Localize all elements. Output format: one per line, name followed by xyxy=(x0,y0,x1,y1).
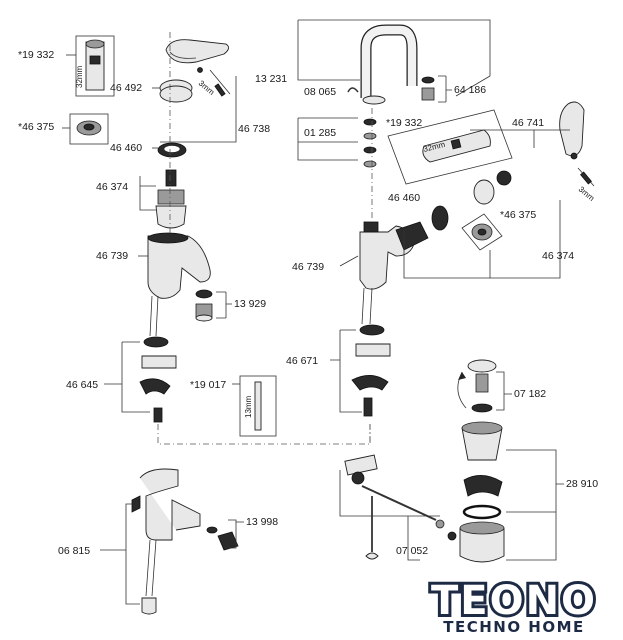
label-46492: 46 492 xyxy=(110,82,142,94)
label-46374-right: 46 374 xyxy=(542,250,574,262)
swivel-aerator-13998 xyxy=(206,526,239,551)
tool-46375-left xyxy=(69,113,109,145)
mixer-body-left xyxy=(147,232,211,337)
logo-name: TEONO xyxy=(431,578,597,624)
aerator-13929 xyxy=(195,289,213,322)
label-06815: 06 815 xyxy=(58,545,90,557)
label-46460-right: 46 460 xyxy=(388,192,420,204)
label-46645: 46 645 xyxy=(66,379,98,391)
tool-19017: 13mm xyxy=(239,375,277,437)
spout-13231 xyxy=(360,24,418,105)
logo-tagline: TECHNO HOME xyxy=(443,618,585,636)
label-08065: 08 065 xyxy=(304,86,336,98)
label-46375-left: *46 375 xyxy=(18,121,54,133)
cap-46492 xyxy=(159,79,193,103)
label-19332-right: *19 332 xyxy=(386,117,422,129)
label-46738: 46 738 xyxy=(238,123,270,135)
aerator-64186 xyxy=(421,76,435,101)
bidet-mixer-06815 xyxy=(131,468,201,615)
part-08065 xyxy=(347,87,359,93)
dim-13mm: 13mm xyxy=(244,395,253,418)
label-07052: 07 052 xyxy=(396,545,428,557)
popup-07182 xyxy=(457,359,497,413)
label-46375-right: *46 375 xyxy=(500,209,536,221)
label-07182: 07 182 xyxy=(514,388,546,400)
label-01285: 01 285 xyxy=(304,127,336,139)
pull-rod-07052 xyxy=(344,454,457,560)
ring-46460-left xyxy=(157,142,187,158)
teono-logo: TEONO TECHNO HOME xyxy=(428,575,598,636)
tool-19332-left: 32mm xyxy=(75,35,115,97)
label-13231: 13 231 xyxy=(255,73,287,85)
mounting-set-46645 xyxy=(139,336,177,423)
mixer-body-right xyxy=(359,221,429,325)
label-46671: 46 671 xyxy=(286,355,318,367)
handle-lever-right: 3mm xyxy=(559,101,597,204)
label-46374-left: 46 374 xyxy=(96,181,128,193)
cartridge-46374-left xyxy=(155,169,187,229)
seals-01285 xyxy=(363,118,377,168)
dim-32mm-left: 32mm xyxy=(75,65,84,88)
dim-3mm-left: 3mm xyxy=(197,79,217,98)
tool-46375-right xyxy=(461,213,503,251)
label-64186: 64 186 xyxy=(454,84,486,96)
label-46741: 46 741 xyxy=(512,117,544,129)
label-46739-left: 46 739 xyxy=(96,250,128,262)
label-28910: 28 910 xyxy=(566,478,598,490)
label-19017: *19 017 xyxy=(190,379,226,391)
label-19332-left: *19 332 xyxy=(18,49,54,61)
dim-3mm-right: 3mm xyxy=(577,185,597,204)
tool-19332-right: 32mm xyxy=(387,109,513,185)
label-46460-left: 46 460 xyxy=(110,142,142,154)
mounting-set-46671 xyxy=(351,324,391,417)
waste-28910 xyxy=(459,421,505,563)
label-13929: 13 929 xyxy=(234,298,266,310)
label-46739-right: 46 739 xyxy=(292,261,324,273)
cartridge-46374-right xyxy=(431,170,512,231)
label-13998: 13 998 xyxy=(246,516,278,528)
